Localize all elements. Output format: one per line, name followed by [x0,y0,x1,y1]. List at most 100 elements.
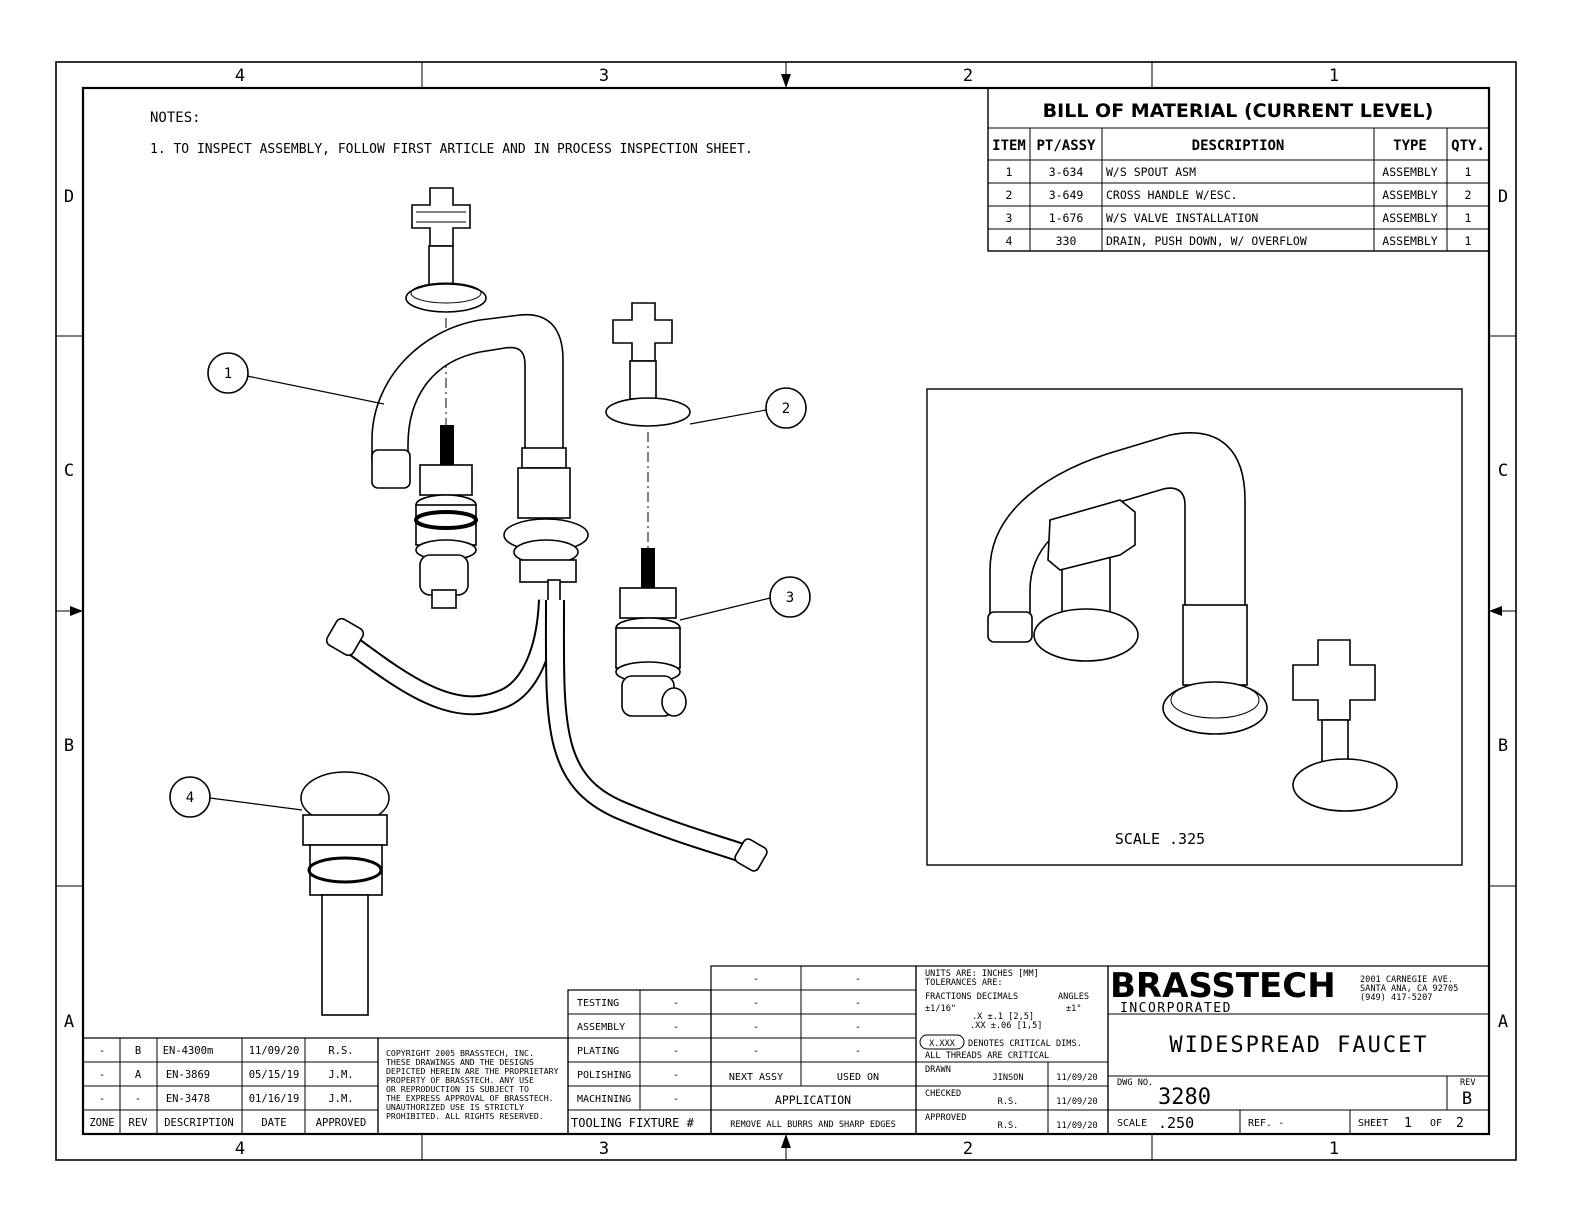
zone-top-2: 2 [963,66,973,86]
copyright-line: THESE DRAWINGS AND THE DESIGNS [386,1057,534,1067]
zone-top-4: 4 [235,66,245,86]
drawn-label: DRAWN [925,1065,951,1075]
rev-cell: - [99,1069,105,1081]
balloon-1-shape [207,352,249,394]
rev-header-zone: ZONE [89,1117,114,1129]
process-label: TESTING [577,998,619,1009]
bom-cell: DRAIN, PUSH DOWN, W/ OVERFLOW [1106,234,1307,248]
valve-right [615,548,687,717]
application-cell: - [855,974,861,985]
used-on-label: USED ON [837,1072,879,1083]
zone-left-a: A [64,1012,74,1032]
note-item-1: 1. TO INSPECT ASSEMBLY, FOLLOW FIRST ART… [150,142,753,157]
rev-value: B [1462,1089,1472,1109]
threads-note: ALL THREADS ARE CRITICAL [925,1051,1049,1061]
rev-cell: A [135,1069,142,1081]
tooling-fixture: TOOLING FIXTURE # [571,1116,695,1130]
revision-table: - B EN-4300m 11/09/20 R.S. - A EN-3869 0… [82,1037,379,1135]
cross-handle-left [405,187,487,425]
copyright-line: COPYRIGHT 2005 BRASSTECH, INC. [386,1048,534,1058]
leader-lines [209,375,771,811]
copyright-line: UNAUTHORIZED USE IS STRICTLY [386,1102,524,1112]
exploded-view: 1 2 3 4 [169,187,811,1016]
company-incorporated: INCORPORATED [1120,1001,1232,1016]
rev-cell: J.M. [328,1069,353,1081]
rev-cell: 05/15/19 [249,1069,300,1081]
balloons: 1 2 3 4 [169,352,811,818]
tolerance-block: UNITS ARE: INCHES [MM] TOLERANCES ARE: F… [915,965,1109,1135]
ref-value: REF. - [1248,1118,1284,1129]
zone-labels: 4 3 2 1 4 3 2 1 D C B A D C B A [64,66,1508,1159]
bom-cell: 1 [1465,234,1472,248]
copyright-line: OR REPRODUCTION IS SUBJECT TO [386,1084,529,1094]
bom-cell: 4 [1006,234,1013,248]
critical-dims-note: DENOTES CRITICAL DIMS. [968,1039,1082,1049]
bom-cell: 3 [1006,211,1013,225]
of-label: OF [1430,1118,1442,1129]
sheet-value: 1 [1404,1116,1412,1131]
dwg-no-label: DWG NO. [1117,1078,1153,1088]
zone-bottom-1: 1 [1329,1139,1339,1159]
bom-cell: 2 [1465,188,1472,202]
zone-left-b: B [64,736,74,756]
copyright-line: PROHIBITED. ALL RIGHTS RESERVED. [386,1111,544,1121]
process-value: - [673,1070,679,1081]
rev-cell: EN-3869 [166,1069,210,1081]
process-value: - [673,1046,679,1057]
next-assy-label: NEXT ASSY [729,1072,783,1083]
balloon-3: 3 [786,590,794,606]
bom-cell: W/S VALVE INSTALLATION [1106,211,1258,225]
rev-cell: R.S. [328,1045,353,1057]
checked-date: 11/09/20 [1056,1097,1097,1107]
rev-label: REV [1460,1078,1476,1088]
cross-handle-right [605,302,691,548]
process-label: MACHINING [577,1094,631,1105]
bom-cell: 1-676 [1049,211,1084,225]
application-cell: - [753,998,759,1009]
decimal-tolerance-1: .X ±.1 [2,5] [972,1012,1034,1022]
bom-cell: 1 [1465,211,1472,225]
balloon-3-shape [769,576,811,618]
bom-header-item: ITEM [992,138,1026,154]
bom-cell: ASSEMBLY [1382,211,1437,225]
approved-date: 11/09/20 [1056,1121,1097,1131]
application-cell: - [855,1022,861,1033]
application-cell: - [753,1046,759,1057]
copyright-line: DEPICTED HEREIN ARE THE PROPRIETARY [386,1066,559,1076]
bom-header-qty: QTY. [1451,138,1485,154]
application-cell: - [855,998,861,1009]
spout [371,313,589,607]
bom-cell: ASSEMBLY [1382,165,1437,179]
rev-cell: 11/09/20 [249,1045,300,1057]
bom-title: BILL OF MATERIAL (CURRENT LEVEL) [1043,100,1434,122]
zone-right-b: B [1498,736,1508,756]
fractions-decimals-label: FRACTIONS DECIMALS [925,992,1018,1002]
angle-tolerance: ±1° [1066,1004,1082,1014]
rev-cell: EN-3478 [166,1093,210,1105]
drawing-title: WIDESPREAD FAUCET [1169,1033,1428,1058]
zone-bottom-2: 2 [963,1139,973,1159]
balloon-2-shape [765,387,807,429]
copyright-line: THE EXPRESS APPROVAL OF BRASSTECH. [386,1093,554,1103]
company-logo: BRASSTECH [1110,966,1336,1006]
balloon-2: 2 [782,401,790,417]
zone-top-1: 1 [1329,66,1339,86]
zone-left-c: C [64,461,74,481]
bom-cell: 330 [1056,234,1077,248]
supply-hoses [325,599,768,872]
rev-cell: - [99,1093,105,1105]
scale-label: SCALE [1117,1118,1147,1129]
zone-right-d: D [1498,187,1508,207]
process-value: - [673,1022,679,1033]
dwg-no: 3280 [1158,1085,1211,1110]
detail-scale-label: SCALE .325 [1115,830,1205,848]
zone-right-a: A [1498,1012,1508,1032]
rev-cell: J.M. [328,1093,353,1105]
drawn-date: 11/09/20 [1056,1073,1097,1083]
bom-cell: 3-634 [1049,165,1084,179]
rev-header-date: DATE [261,1117,286,1129]
company-phone: (949) 417-5207 [1360,993,1432,1003]
tolerances-line: TOLERANCES ARE: [925,978,1003,988]
balloon-4-shape [169,776,211,818]
angles-label: ANGLES [1058,992,1089,1002]
